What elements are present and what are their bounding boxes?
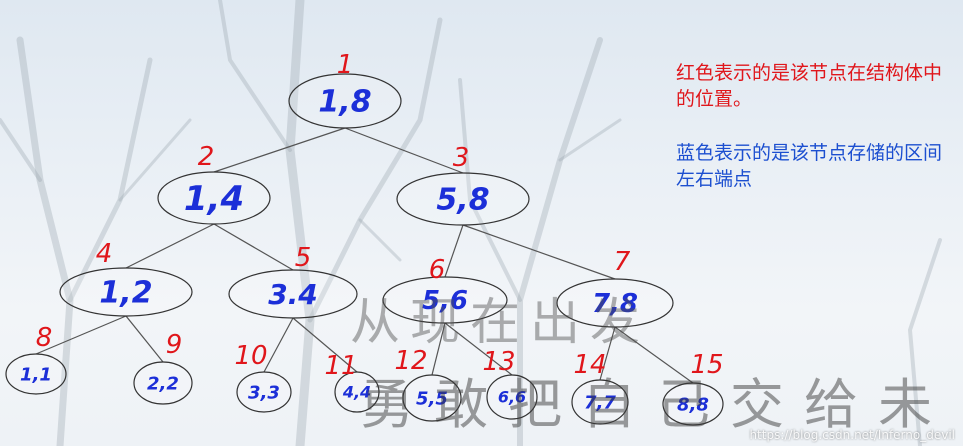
- node-interval-label: 1,2: [99, 276, 152, 311]
- node-index-label: 3: [453, 143, 470, 173]
- tree-edge-5-11: [292, 317, 358, 373]
- node-ellipse: [228, 269, 358, 319]
- node-interval-label: 7,8: [592, 289, 638, 319]
- node-interval-label: 1,1: [20, 364, 52, 385]
- node-ellipse: [382, 276, 508, 324]
- node-interval-label: 5,5: [416, 388, 448, 409]
- node-interval-label: 5,6: [422, 286, 468, 316]
- tree-edge-7-15: [614, 326, 694, 384]
- node-interval-label: 2,2: [147, 373, 179, 394]
- tree-node-8: 81,1: [5, 323, 67, 395]
- tree-node-9: 92,2: [133, 330, 193, 405]
- tree-node-5: 53.4: [228, 243, 358, 319]
- tree-edge-7-14: [599, 326, 616, 381]
- tree-edge-1-3: [344, 127, 464, 174]
- node-interval-label: 1,4: [184, 179, 244, 219]
- tree-edge-4-9: [125, 315, 164, 363]
- node-ellipse: [59, 267, 193, 317]
- tree-node-12: 125,5: [394, 346, 462, 422]
- node-interval-label: 8,8: [677, 394, 709, 415]
- node-index-label: 15: [690, 350, 723, 380]
- tree-nodes: 11,821,435,841,253.465,677,881,192,2103,…: [5, 50, 724, 426]
- tree-node-3: 35,8: [396, 143, 530, 226]
- node-ellipse: [556, 278, 674, 328]
- node-ellipse: [571, 379, 629, 425]
- tree-edges: [35, 127, 694, 384]
- watermark-line-2: 勇敢把自己交给未: [360, 373, 952, 436]
- tree-node-1: 11,8: [288, 50, 402, 129]
- tree-edge-2-4: [125, 223, 215, 269]
- watermark-line-1: 从现在出发: [350, 293, 650, 351]
- node-ellipse: [288, 73, 402, 129]
- legend-red-text: 红色表示的是该节点在结构体中的位置。: [676, 62, 943, 110]
- node-index-label: 11: [324, 351, 357, 381]
- node-ellipse: [486, 374, 538, 420]
- tree-node-10: 103,3: [234, 341, 292, 413]
- node-ellipse: [396, 172, 530, 226]
- tree-edge-4-8: [35, 315, 127, 355]
- node-interval-label: 3,3: [248, 382, 280, 403]
- tree-node-14: 147,7: [571, 350, 629, 425]
- node-ellipse: [5, 353, 67, 395]
- legend-blue-text: 蓝色表示的是该节点存储的区间左右端点: [676, 142, 943, 190]
- tree-node-2: 21,4: [157, 142, 271, 225]
- node-index-label: 4: [96, 239, 113, 269]
- node-interval-label: 4,4: [342, 383, 371, 402]
- node-index-label: 7: [614, 247, 631, 277]
- node-interval-label: 5,8: [436, 183, 489, 218]
- tree-edge-6-12: [431, 322, 446, 376]
- tree-edge-1-2: [213, 127, 346, 173]
- node-index-label: 12: [394, 346, 427, 376]
- node-index-label: 14: [573, 350, 606, 380]
- node-interval-label: 7,7: [584, 392, 616, 413]
- tree-edge-3-7: [462, 224, 616, 280]
- node-interval-label: 3.4: [268, 278, 318, 311]
- node-interval-label: 6,6: [498, 388, 526, 407]
- node-index-label: 9: [166, 330, 183, 360]
- node-interval-label: 1,8: [318, 85, 371, 120]
- node-ellipse: [157, 171, 271, 225]
- credit-url: https://blog.csdn.net/Inferno_devil: [749, 428, 955, 442]
- tree-edge-2-5: [213, 223, 294, 271]
- tree-edge-6-13: [444, 322, 513, 376]
- tree-edge-5-10: [263, 317, 294, 373]
- tree-node-7: 77,8: [556, 247, 674, 328]
- tree-node-13: 136,6: [482, 347, 538, 420]
- node-index-label: 13: [482, 347, 515, 377]
- node-ellipse: [133, 361, 193, 405]
- tree-node-6: 65,6: [382, 255, 508, 324]
- node-index-label: 6: [429, 255, 446, 285]
- tree-node-4: 41,2: [59, 239, 193, 317]
- node-index-label: 10: [234, 341, 267, 371]
- node-ellipse: [236, 371, 292, 413]
- tree-node-15: 158,8: [662, 350, 724, 426]
- tree-node-11: 114,4: [324, 351, 380, 413]
- node-index-label: 5: [295, 243, 312, 273]
- node-ellipse: [662, 382, 724, 426]
- node-index-label: 2: [198, 142, 215, 172]
- node-index-label: 8: [36, 323, 53, 353]
- node-ellipse: [334, 371, 380, 413]
- tree-edge-3-6: [444, 224, 464, 278]
- node-index-label: 1: [337, 50, 354, 80]
- node-ellipse: [402, 374, 462, 422]
